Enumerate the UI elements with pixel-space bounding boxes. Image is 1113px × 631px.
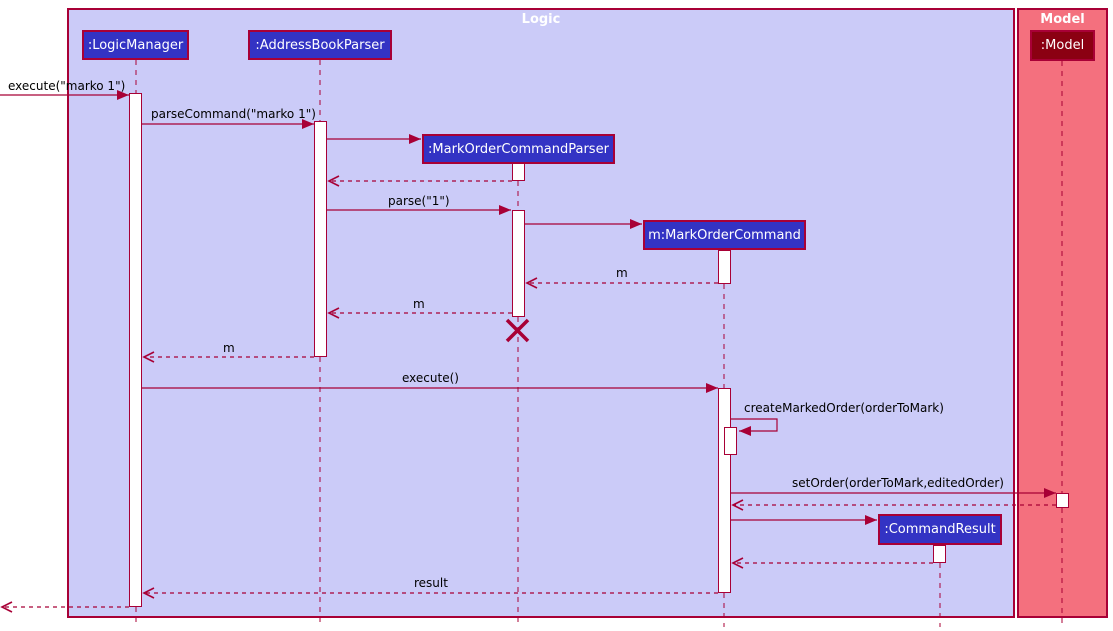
message-label-parse: parse("1") <box>388 194 450 208</box>
participant-logic-manager: :LogicManager <box>82 30 189 60</box>
activation-bar-mark-order-command-create <box>718 250 731 284</box>
message-label-create-marked-order: createMarkedOrder(orderToMark) <box>744 401 944 415</box>
activation-bar-logic-manager <box>129 93 142 607</box>
activation-bar-command-result <box>933 545 946 563</box>
activation-bar-address-book-parser <box>314 121 327 357</box>
participant-model: :Model <box>1030 30 1095 61</box>
arrow-create-marked-order-self <box>731 418 778 436</box>
message-label-execute: execute() <box>402 371 459 385</box>
participant-mark-order-command: m:MarkOrderCommand <box>643 220 806 250</box>
activation-bar-create-marked-order-self <box>724 427 737 455</box>
participant-mark-order-command-parser: :MarkOrderCommandParser <box>422 134 615 164</box>
participant-command-result: :CommandResult <box>878 514 1002 545</box>
participant-logic-manager-label: :LogicManager <box>87 37 184 53</box>
message-label-result: result <box>414 576 448 590</box>
participant-command-result-label: :CommandResult <box>884 522 996 537</box>
participant-address-book-parser: :AddressBookParser <box>248 30 392 60</box>
destroy-x-icon <box>505 318 530 343</box>
message-label-set-order: setOrder(orderToMark,editedOrder) <box>792 476 1004 490</box>
message-label-return-m-to-address-book-parser: m <box>413 297 425 311</box>
logic-frame: Logic <box>67 8 1015 618</box>
participant-mark-order-command-parser-label: :MarkOrderCommandParser <box>428 141 609 157</box>
model-frame: Model <box>1017 8 1108 618</box>
message-label-return-m-to-command-parser: m <box>616 266 628 280</box>
activation-bar-command-parser-parse <box>512 210 525 317</box>
model-frame-title: Model <box>1040 12 1085 27</box>
logic-frame-title: Logic <box>521 12 561 27</box>
participant-model-label: :Model <box>1040 38 1085 53</box>
message-label-return-m-to-logic-manager: m <box>223 341 235 355</box>
participant-mark-order-command-label: m:MarkOrderCommand <box>648 227 801 243</box>
message-label-execute-input: execute("marko 1") <box>8 79 126 93</box>
activation-bar-model <box>1056 493 1069 508</box>
participant-address-book-parser-label: :AddressBookParser <box>255 37 385 53</box>
message-label-parse-command: parseCommand("marko 1") <box>151 107 316 121</box>
